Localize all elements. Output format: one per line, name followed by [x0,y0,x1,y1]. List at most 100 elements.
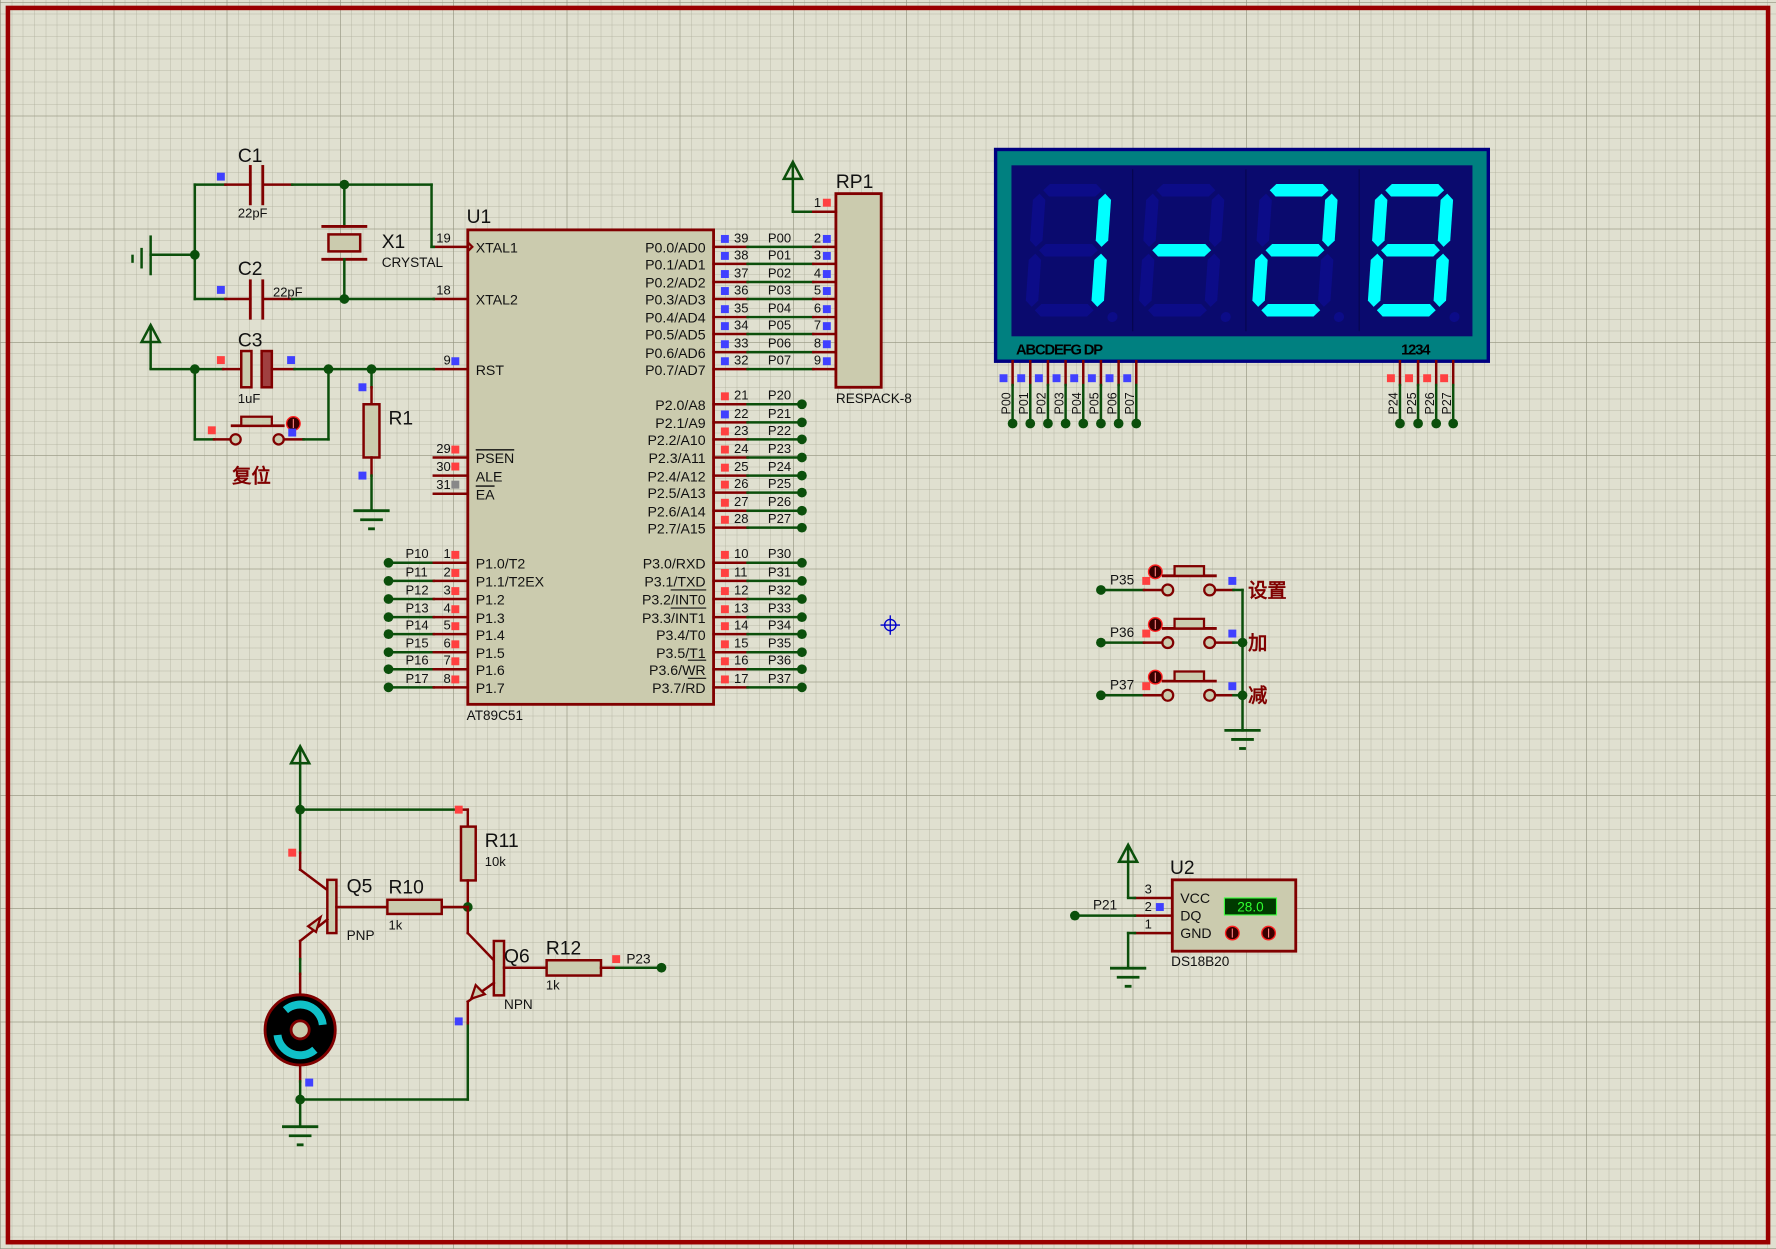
logic-state-indicator [720,234,729,243]
net-terminal[interactable] [383,664,394,675]
net-terminal[interactable] [1131,418,1142,429]
push-button-p36[interactable] [1173,617,1206,630]
push-button-p37[interactable] [1173,670,1206,683]
logic-state-indicator [1142,576,1151,585]
net-label: P30 [768,546,791,561]
net-terminal[interactable] [797,612,807,623]
net-terminal[interactable] [797,487,807,498]
net-terminal[interactable] [383,612,394,623]
button-contact [1203,583,1217,597]
net-label: P04 [768,301,791,316]
button-label: 设置 [1248,580,1287,602]
segment-a [1385,184,1445,197]
net-terminal[interactable] [797,647,807,658]
segment-g [1152,244,1212,257]
reset-button[interactable] [240,415,273,427]
net-terminal[interactable] [383,557,394,568]
net-label: P21 [1093,897,1117,912]
net-terminal[interactable] [1043,418,1053,429]
pin-number: 14 [734,618,748,633]
net-terminal[interactable] [797,470,807,481]
net-terminal[interactable] [797,682,807,693]
net-terminal[interactable] [383,682,394,693]
pin-name: P0.6/AD6 [645,345,706,361]
pin-number: 21 [734,388,748,403]
segment-b [1437,193,1454,247]
logic-state-indicator [1123,374,1132,383]
r10-body [386,898,443,916]
net-terminal[interactable] [797,434,807,445]
net-terminal[interactable] [383,647,394,658]
pin-name: P3.3/INT1 [642,610,706,626]
r11-value: 10k [485,854,506,869]
logic-state-indicator [822,287,831,295]
button-contact [1161,583,1175,597]
net-terminal[interactable] [797,664,807,675]
net-terminal[interactable] [1395,418,1405,429]
logic-state-indicator [288,428,297,437]
net-terminal[interactable] [383,629,394,639]
net-terminal[interactable] [1025,418,1036,429]
net-terminal[interactable] [797,399,807,410]
logic-state-indicator [454,1017,463,1026]
display-digit-2 [1139,184,1231,323]
logic-state-indicator [822,322,831,331]
net-terminal[interactable] [1078,418,1089,429]
net-terminal[interactable] [1007,418,1018,429]
logic-state-indicator [720,322,729,331]
pin-number: 36 [734,282,748,297]
x1-crystal-body [327,233,362,253]
net-terminal[interactable] [797,417,807,428]
net-terminal[interactable] [1413,418,1423,429]
net-terminal[interactable] [383,594,394,604]
pin-name: P3.4/T0 [656,627,706,643]
net-label: P22 [768,423,791,438]
c3-value: 1uF [238,391,260,406]
net-terminal[interactable] [797,452,807,463]
segment-d [1034,304,1094,317]
net-terminal[interactable] [797,557,807,568]
logic-state-indicator [216,285,225,294]
c2-value: 22pF [273,285,303,300]
q6-type: NPN [504,997,533,1012]
x1-value: CRYSTAL [382,255,444,270]
logic-state-indicator [612,955,621,964]
logic-state-indicator [1017,374,1026,383]
pin-number: 10 [734,546,748,561]
power-terminal-icon [139,322,162,370]
pin-name-psen: PSEN [476,450,515,466]
pin-name: P3.1/TXD [644,574,705,590]
u1-part-name: AT89C51 [467,708,523,723]
net-terminal[interactable] [797,576,807,586]
net-terminal[interactable] [797,522,807,533]
net-terminal[interactable] [1448,418,1459,429]
pin-name: P1.6 [476,662,505,678]
segment-c [1433,253,1449,307]
logic-state-indicator [720,622,729,631]
net-terminal[interactable] [656,962,667,973]
net-terminal[interactable] [1113,418,1124,429]
ground-icon [1224,728,1261,750]
net-terminal[interactable] [1096,418,1106,429]
net-terminal[interactable] [1060,418,1071,429]
net-terminal[interactable] [1431,418,1442,429]
net-terminal[interactable] [797,594,807,604]
q5-type: PNP [347,928,375,943]
logic-state-indicator [720,357,729,366]
logic-state-indicator [720,675,729,684]
segment-g [1038,244,1098,257]
segment-c [1091,253,1107,307]
r11-body [459,825,477,882]
logic-state-indicator [1440,374,1449,383]
net-terminal[interactable] [797,629,807,639]
push-button-p35[interactable] [1173,565,1206,577]
net-terminal[interactable] [383,576,394,586]
logic-state-indicator [720,340,729,349]
q6-base-bar [492,939,506,997]
segment-f [1143,193,1159,247]
segment-e [1025,253,1042,307]
pin-number: 26 [734,476,748,491]
net-terminal[interactable] [797,505,807,516]
